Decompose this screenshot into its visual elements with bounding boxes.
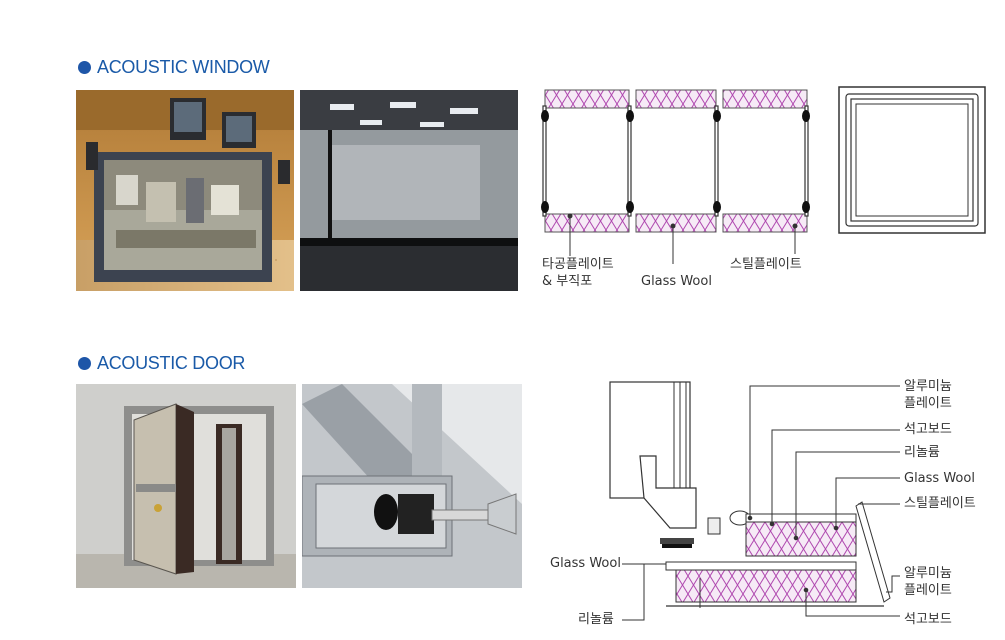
door-steel-plate-label: 스틸플레이트 (904, 496, 976, 511)
acoustic-window-title: ACOUSTIC WINDOW (97, 57, 270, 77)
aluminum-plate-bottom-line1: 알루미늄 (904, 566, 952, 581)
door-glass-wool-left-label: Glass Wool (550, 556, 621, 571)
acoustic-door-title: ACOUSTIC DOOR (97, 353, 246, 373)
door-section-diagram (609, 381, 900, 621)
window-section-diagram (541, 89, 810, 264)
aluminum-plate-bottom-line2: 플레이트 (904, 583, 952, 598)
rinolium-bottom-label: 리놀륨 (578, 612, 614, 627)
aluminum-plate-top-line1: 알루미늄 (904, 379, 952, 394)
gypsum-board-top-label: 석고보드 (904, 422, 952, 437)
acoustic-window-heading: ACOUSTIC WINDOW (78, 57, 270, 78)
rinolium-top-label: 리놀륨 (904, 445, 940, 460)
bullet-icon (78, 357, 91, 370)
aluminum-plate-top-label: 알루미늄 플레이트 (904, 378, 952, 412)
aluminum-plate-top-line2: 플레이트 (904, 396, 952, 411)
perforated-plate-line2: & 부직포 (542, 274, 593, 289)
perforated-plate-line1: 타공플레이트 (542, 257, 614, 272)
door-profile-photo (302, 384, 522, 588)
glass-room-photo (300, 90, 518, 291)
bullet-icon (78, 61, 91, 74)
gypsum-board-bottom-label: 석고보드 (904, 612, 952, 627)
window-steel-plate-label: 스틸플레이트 (730, 257, 802, 272)
studio-window-photo (76, 90, 294, 291)
acoustic-door-photo (76, 384, 296, 588)
aluminum-plate-bottom-label: 알루미늄 플레이트 (904, 565, 952, 599)
perforated-plate-label: 타공플레이트 & 부직포 (542, 256, 614, 290)
window-frame-drawing (838, 86, 986, 234)
acoustic-door-heading: ACOUSTIC DOOR (78, 353, 245, 374)
window-glass-wool-label: Glass Wool (641, 274, 712, 289)
door-glass-wool-right-label: Glass Wool (904, 471, 975, 486)
